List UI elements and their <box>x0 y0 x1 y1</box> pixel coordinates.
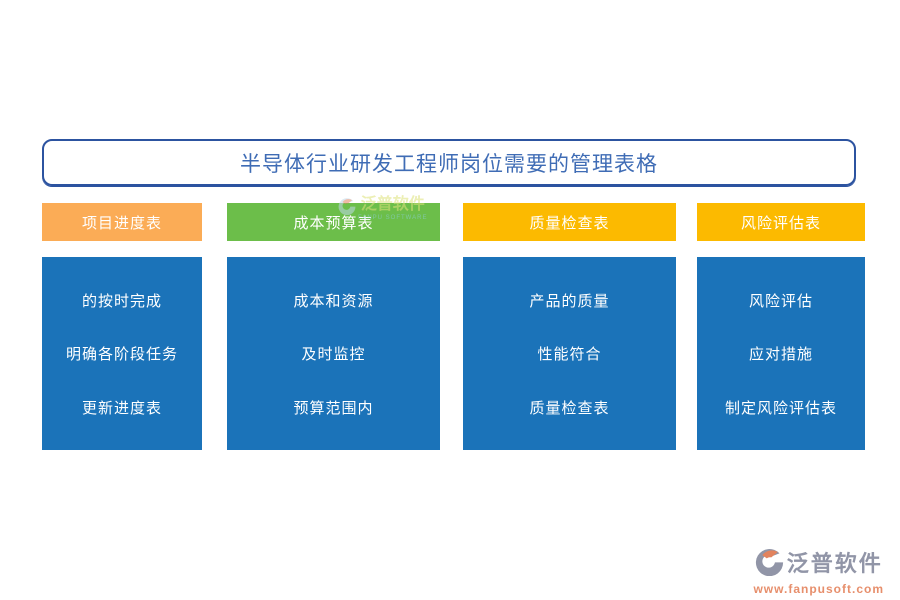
column-card: 风险评估 应对措施 制定风险评估表 <box>697 257 865 450</box>
column-quality-check: 质量检查表 产品的质量 性能符合 质量检查表 <box>463 203 676 450</box>
card-item: 质量检查表 <box>529 399 610 417</box>
vendor-url-text: www.fanpusoft.com <box>753 582 884 596</box>
card-item: 成本和资源 <box>293 292 374 310</box>
card-item: 应对措施 <box>748 346 813 363</box>
vendor-logo: 泛普软件 www.fanpusoft.com <box>753 547 884 595</box>
page-title: 半导体行业研发工程师岗位需要的管理表格 <box>240 151 658 176</box>
card-item: 风险评估 <box>748 292 813 310</box>
column-header: 质量检查表 <box>463 203 676 241</box>
card-item: 预算范围内 <box>293 399 374 417</box>
card-item: 更新进度表 <box>81 399 162 417</box>
title-box: 半导体行业研发工程师岗位需要的管理表格 <box>42 139 856 186</box>
column-card: 产品的质量 性能符合 质量检查表 <box>463 257 676 450</box>
column-header: 成本预算表 <box>227 203 440 241</box>
column-cost-budget: 成本预算表 成本和资源 及时监控 预算范围内 <box>227 203 440 450</box>
card-item: 的按时完成 <box>81 292 162 310</box>
card-item: 制定风险评估表 <box>724 399 837 417</box>
column-card: 成本和资源 及时监控 预算范围内 <box>227 257 440 450</box>
card-item: 产品的质量 <box>529 292 610 310</box>
fanpu-logo-icon <box>755 547 784 580</box>
column-header: 风险评估表 <box>697 203 865 241</box>
vendor-brand-text: 泛普软件 <box>786 550 883 576</box>
column-header: 项目进度表 <box>42 203 202 241</box>
card-item: 性能符合 <box>537 346 602 363</box>
column-risk-assessment: 风险评估表 风险评估 应对措施 制定风险评估表 <box>697 203 865 450</box>
column-project-schedule: 项目进度表 的按时完成 明确各阶段任务 更新进度表 <box>42 203 202 450</box>
column-card: 的按时完成 明确各阶段任务 更新进度表 <box>42 257 202 450</box>
card-item: 明确各阶段任务 <box>65 346 178 363</box>
card-item: 及时监控 <box>301 346 366 363</box>
